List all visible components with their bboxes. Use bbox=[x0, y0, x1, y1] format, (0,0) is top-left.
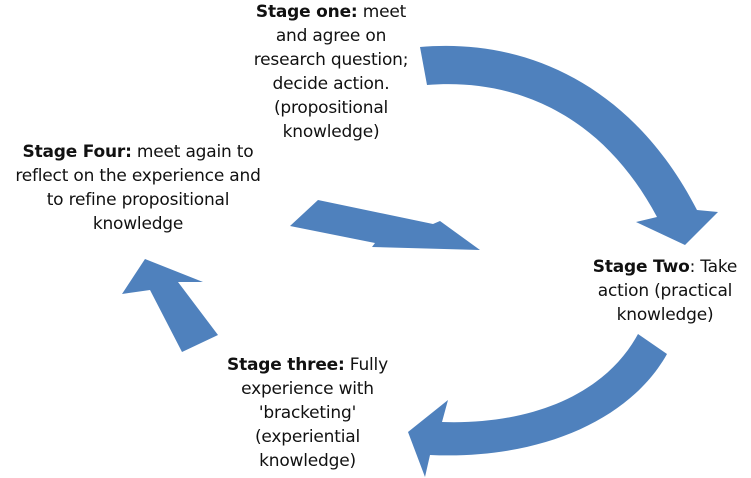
stage-one-line: research question; bbox=[253, 50, 409, 70]
stage-two-label: Stage Two: Take action (practical knowle… bbox=[590, 255, 740, 327]
stage-four-line: reflect on the experience and bbox=[15, 166, 261, 186]
stage-three-line: knowledge) bbox=[259, 451, 356, 471]
stage-two-line: action (practical bbox=[597, 281, 733, 301]
stage-two-title: Stage Two bbox=[592, 257, 690, 277]
arrow-stage-four-to-centre bbox=[290, 200, 480, 250]
stage-two-line: : Take bbox=[689, 257, 738, 277]
stage-one-line: knowledge) bbox=[282, 122, 380, 142]
stage-three-line: experience with bbox=[241, 379, 374, 399]
stage-three-line: Fully bbox=[349, 355, 388, 375]
stage-one-line: decide action. bbox=[272, 74, 390, 94]
stage-three-title: Stage three: bbox=[227, 355, 345, 375]
stage-one-label: Stage one: meet and agree on research qu… bbox=[218, 0, 444, 144]
stage-four-title: Stage Four: bbox=[22, 142, 132, 162]
stage-three-line: 'bracketing' bbox=[258, 403, 357, 423]
stage-four-line: to refine propositional bbox=[46, 190, 230, 210]
stage-one-line: meet bbox=[362, 2, 407, 22]
stage-one-line: and agree on bbox=[275, 26, 387, 46]
arrow-stage-three-to-four bbox=[122, 259, 218, 352]
stage-four-line: meet again to bbox=[136, 142, 254, 162]
stage-three-line: (experiential bbox=[255, 427, 360, 447]
stage-one-line: (propositional bbox=[273, 98, 389, 118]
stage-four-line: knowledge bbox=[92, 214, 184, 234]
stage-two-line: knowledge) bbox=[616, 305, 714, 325]
arrow-stage-one-to-two bbox=[420, 45, 718, 245]
stage-three-label: Stage three: Fully experience with 'brac… bbox=[210, 353, 405, 473]
stage-one-title: Stage one: bbox=[255, 2, 358, 22]
stage-four-label: Stage Four: meet again to reflect on the… bbox=[0, 140, 276, 236]
arrow-stage-two-to-three bbox=[408, 334, 667, 477]
